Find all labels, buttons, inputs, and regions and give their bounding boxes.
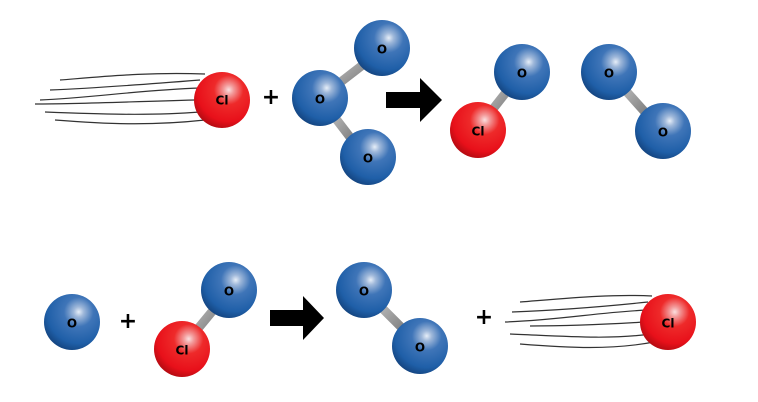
motion-line — [34, 99, 196, 105]
atom-label-cl: Cl — [216, 94, 229, 108]
reaction-arrow — [270, 296, 324, 340]
motion-line — [509, 333, 651, 338]
atom-label-o: O — [224, 285, 234, 299]
plus-sign: + — [119, 309, 137, 334]
oxygen-atom: O — [354, 20, 410, 76]
atom-label-o: O — [658, 126, 668, 140]
oxygen-atom: O — [201, 262, 257, 318]
motion-line — [511, 301, 649, 313]
motion-line — [519, 341, 655, 349]
chlorine-atom: Cl — [640, 294, 696, 350]
oxygen-atom: O — [340, 129, 396, 185]
chlorine-atom: Cl — [450, 102, 506, 158]
reaction-arrow — [386, 78, 442, 122]
atom-label-o: O — [67, 317, 77, 331]
plus-sign: + — [475, 305, 493, 330]
oxygen-atom: O — [581, 44, 637, 100]
oxygen-atom: O — [494, 44, 550, 100]
oxygen-atom: O — [292, 70, 348, 126]
motion-lines-1 — [34, 72, 206, 125]
chlorine-monoxide-molecule: O Cl — [450, 44, 550, 158]
motion-line — [59, 72, 206, 81]
chlorine-atom: Cl — [154, 321, 210, 377]
atom-label-o: O — [517, 67, 527, 81]
atom-label-o: O — [315, 93, 325, 107]
atom-label-o: O — [604, 67, 614, 81]
motion-line — [39, 87, 201, 101]
oxygen-atom: O — [336, 262, 392, 318]
reaction-1: Cl + O O O — [34, 20, 691, 185]
oxygen-atom: O — [392, 318, 448, 374]
chlorine-monoxide-molecule: O Cl — [154, 262, 257, 377]
atom-label-o: O — [359, 285, 369, 299]
motion-line — [504, 309, 649, 323]
ozone-molecule: O O O — [292, 20, 410, 185]
atom-label-o: O — [415, 341, 425, 355]
oxygen-molecule: O O — [336, 262, 448, 374]
motion-line — [529, 321, 646, 327]
chlorine-atom: Cl — [194, 72, 250, 128]
motion-lines-2 — [504, 294, 655, 349]
atom-label-cl: Cl — [472, 125, 485, 139]
plus-sign: + — [262, 85, 280, 110]
oxygen-molecule: O O — [581, 44, 691, 159]
oxygen-atom: O — [635, 103, 691, 159]
reaction-2: O + O Cl O — [44, 262, 696, 377]
motion-line — [49, 79, 201, 91]
atom-label-o: O — [377, 43, 387, 57]
motion-line — [54, 119, 206, 125]
atom-label-cl: Cl — [176, 344, 189, 358]
motion-line — [44, 111, 201, 115]
oxygen-atom: O — [44, 294, 100, 350]
atom-label-cl: Cl — [662, 317, 675, 331]
atom-label-o: O — [363, 152, 373, 166]
motion-line — [519, 294, 653, 303]
